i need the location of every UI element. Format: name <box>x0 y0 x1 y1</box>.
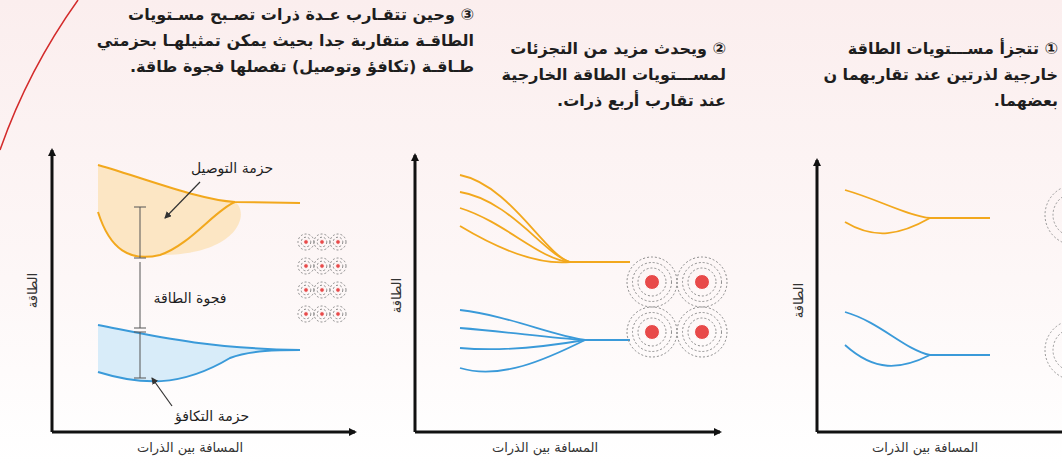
axis-label: المسافة بين الذرات <box>492 440 598 455</box>
panel-bands <box>52 150 355 432</box>
band-label: حزمة التكافؤ <box>175 408 249 424</box>
four-atoms <box>627 257 727 357</box>
axis-label: الطاقة <box>389 277 404 312</box>
panel-four-atoms <box>415 155 727 432</box>
step-caption: ① تتجزأ مســـتويات الطاقة خارجية لذرتين … <box>806 36 1058 114</box>
axis-label: المسافة بين الذرات <box>137 440 243 455</box>
panel-two-atoms <box>817 160 1062 432</box>
axis-label: الطاقة <box>25 272 40 307</box>
decor-arc <box>0 0 78 150</box>
gap-label: فجوة الطاقة <box>154 290 227 306</box>
atom-lattice <box>298 234 346 322</box>
band-label: حزمة التوصيل <box>191 160 273 176</box>
step-caption: ③ وحين تتقـارب عـدة ذرات تصـبح مسـتويات … <box>66 2 474 80</box>
step-caption: ② ويحدث مزيد من التجزئات لمســـتويات الط… <box>488 36 726 114</box>
axis-label: الطاقة <box>791 282 806 317</box>
axis-label: المسافة بين الذرات <box>872 440 978 455</box>
